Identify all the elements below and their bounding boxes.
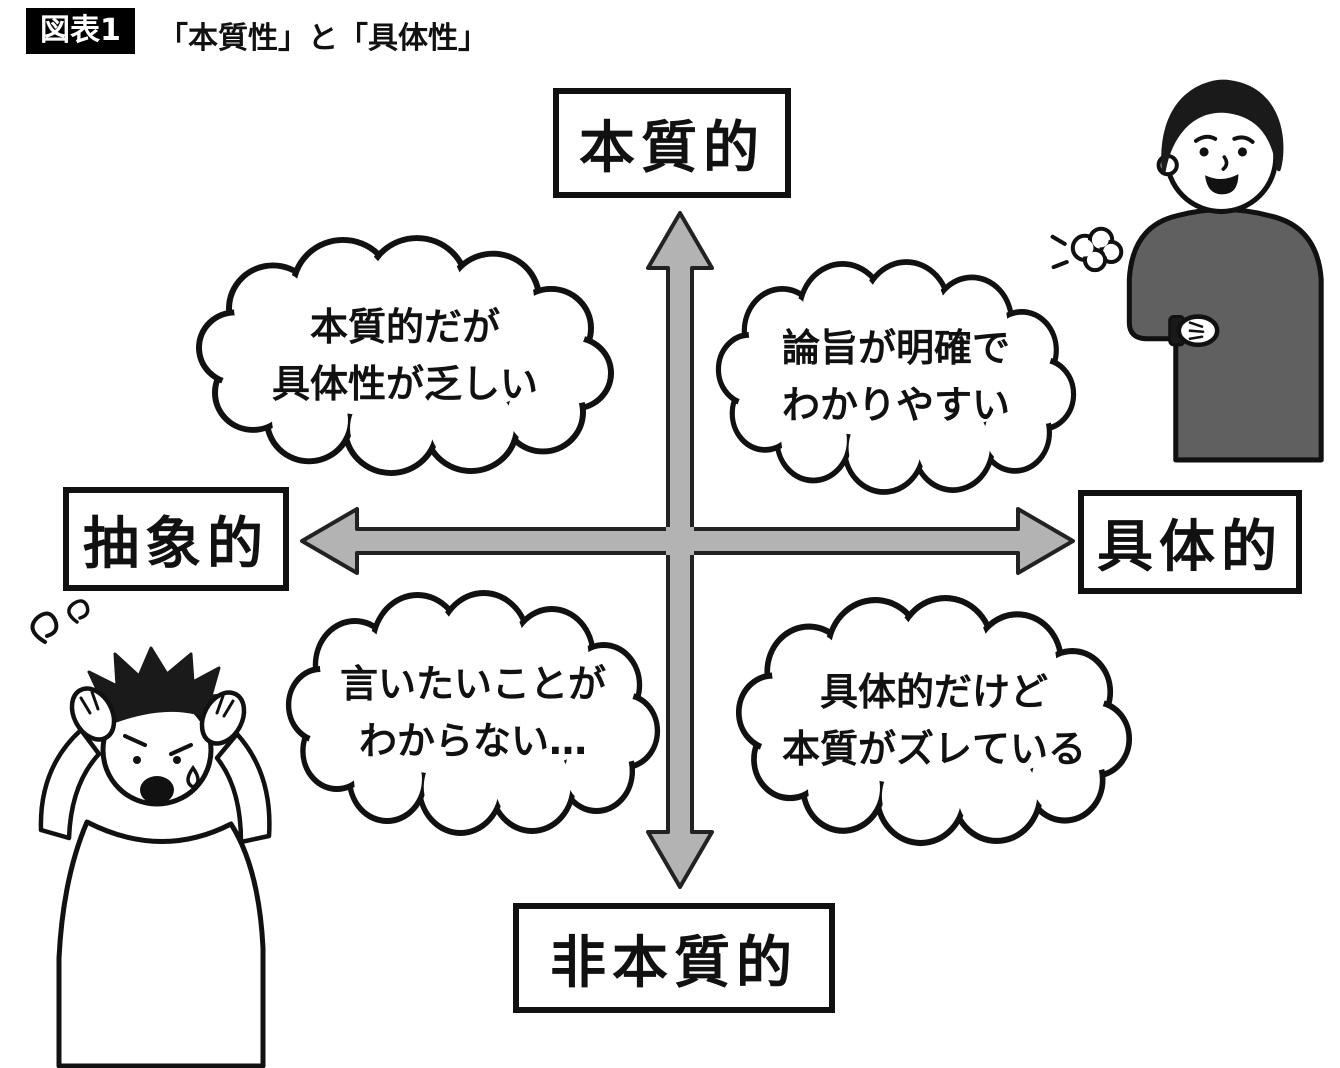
horizontal-axis-arrow	[300, 507, 1075, 575]
axis-label-essential: 本質的	[553, 88, 791, 198]
tear-drop-icon	[186, 764, 200, 789]
bubble-bottom-right-line1: 具体的だけど	[819, 669, 1048, 714]
bubble-bottom-left-line2: わからない…	[358, 719, 587, 763]
bubble-top-left: 本質的だが 具体性が乏しい	[195, 238, 615, 473]
bubble-top-right-line2: わかりやすい	[781, 383, 1010, 427]
axis-label-non-essential: 非本質的	[513, 903, 835, 1013]
distressed-man-illustration	[10, 598, 342, 1068]
figure-badge: 図表1	[26, 8, 135, 54]
bubble-bottom-left: 言いたいことが わからない…	[285, 593, 661, 833]
bubble-bottom-right-line2: 本質がズレている	[781, 726, 1086, 771]
axis-label-abstract: 抽象的	[63, 487, 289, 591]
bubble-top-right: 論旨が明確で わかりやすい	[715, 262, 1077, 492]
bubble-top-left-line2: 具体性が乏しい	[271, 361, 538, 406]
breath-puff-icon	[1050, 226, 1124, 273]
happy-man-illustration	[1050, 52, 1340, 466]
bubble-top-left-line1: 本質的だが	[309, 304, 500, 349]
bubble-bottom-right: 具体的だけど 本質がズレている	[735, 598, 1133, 843]
bubble-top-right-line1: 論旨が明確で	[781, 326, 1010, 370]
dizzy-squiggle-icon	[30, 599, 90, 644]
axis-label-concrete: 具体的	[1078, 490, 1302, 594]
bubble-bottom-left-line1: 言いたいことが	[339, 662, 606, 706]
figure-title: 「本質性」と「具体性」	[158, 21, 488, 56]
